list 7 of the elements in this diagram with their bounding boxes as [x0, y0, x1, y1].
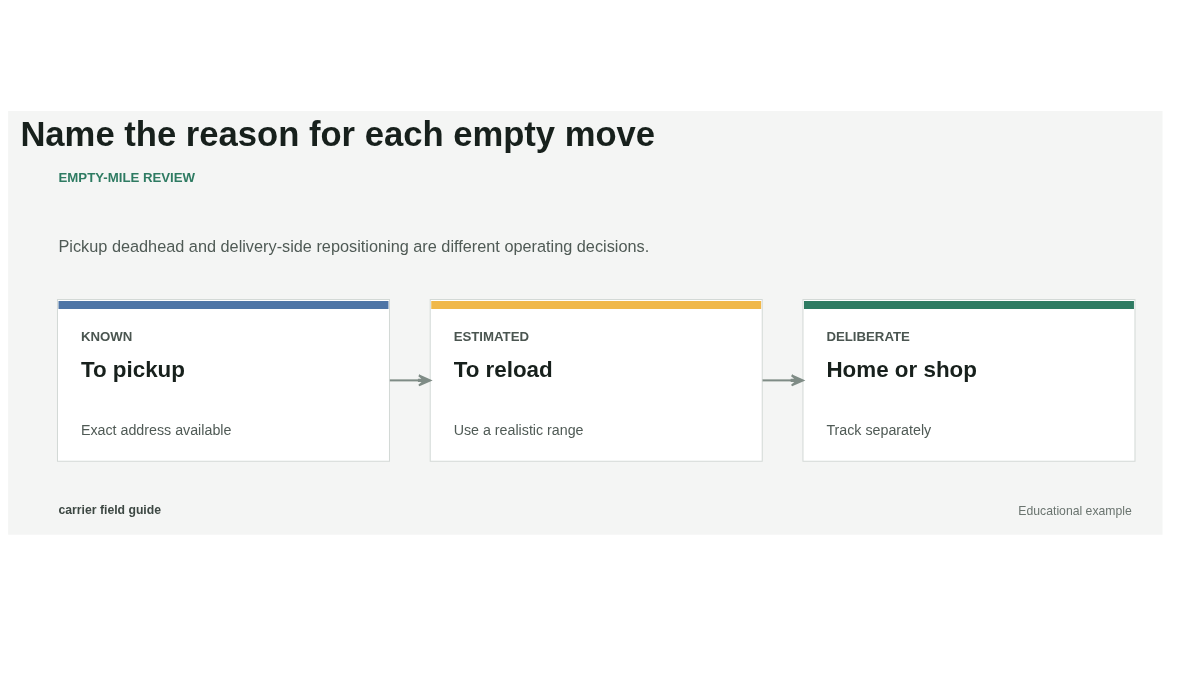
- label: Educational example: [1018, 504, 1132, 519]
- label: carrier field guide: [58, 503, 162, 518]
- arrow: [389, 374, 432, 387]
- diagram-title: Name the reason for each empty move: [20, 114, 656, 153]
- label: Pickup deadhead and delivery-side repositioning are different operating decisions.: [58, 237, 650, 256]
- label: EMPTY-MILE REVIEW: [58, 169, 196, 185]
- arrow: [762, 374, 804, 387]
